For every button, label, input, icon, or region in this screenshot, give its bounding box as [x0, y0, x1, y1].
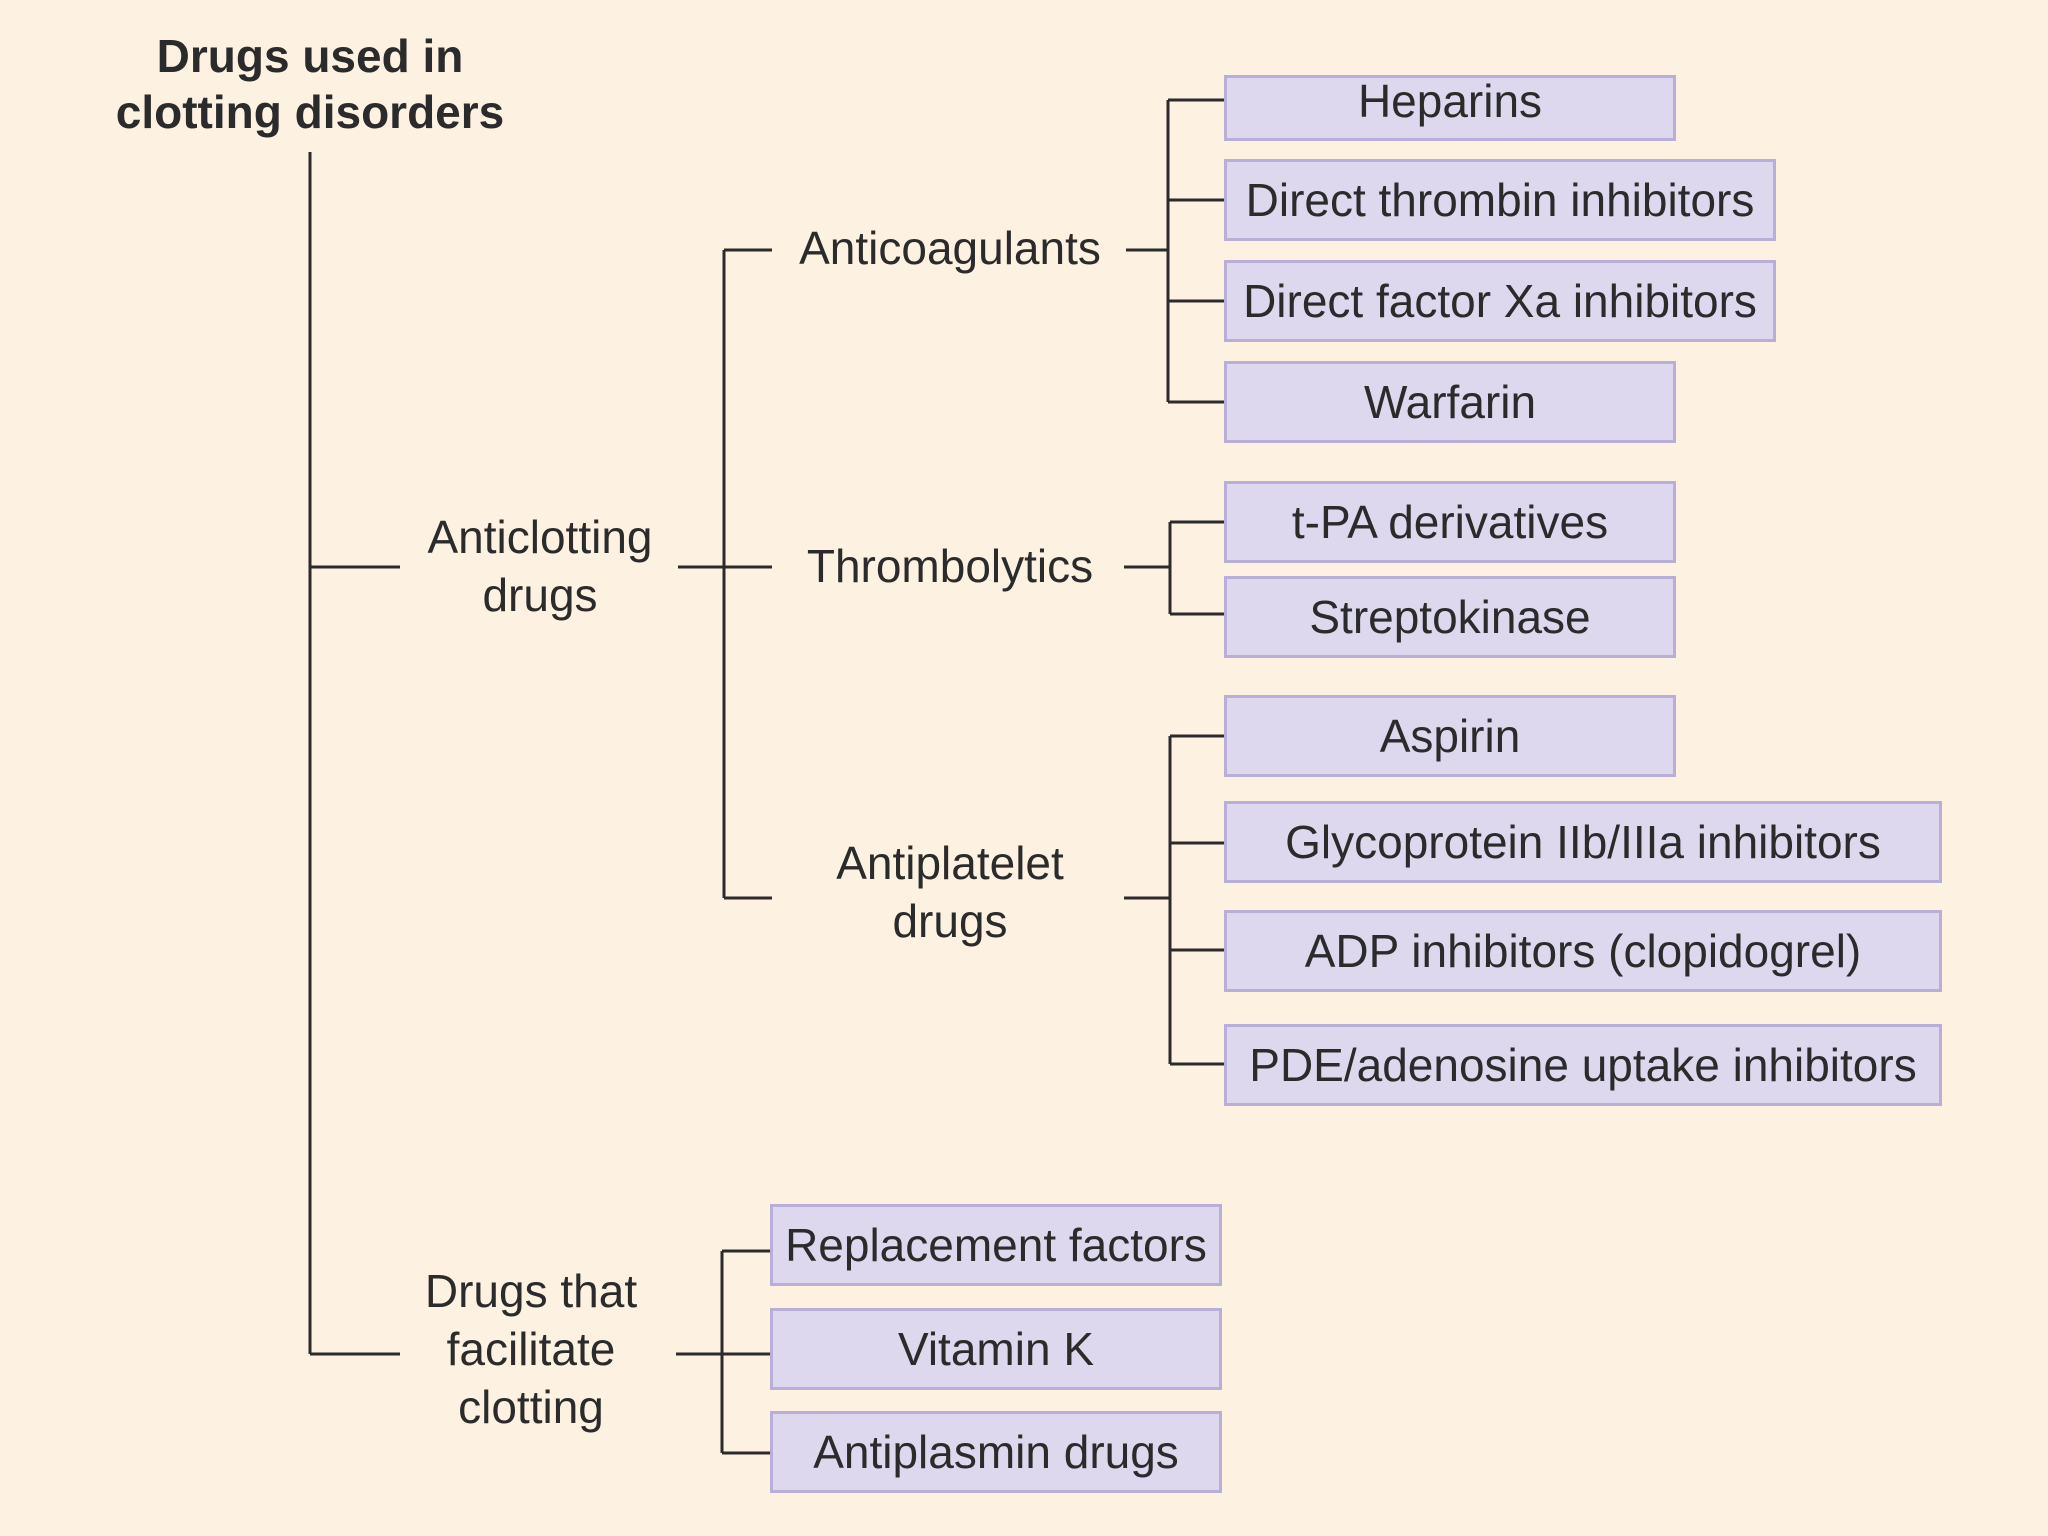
diagram-title: Drugs used in clotting disorders	[80, 28, 540, 140]
branch-facilitate-clotting: Drugs that facilitate clotting	[396, 1262, 666, 1436]
title-line-1: Drugs used in	[156, 30, 464, 82]
item-pde-adenosine-inhibitors: PDE/adenosine uptake inhibitors	[1224, 1024, 1942, 1106]
category-thrombolytics-label: Thrombolytics	[806, 540, 1094, 592]
item-antiplasmin-drugs: Antiplasmin drugs	[770, 1411, 1222, 1493]
item-vitamin-k: Vitamin K	[770, 1308, 1222, 1390]
category-thrombolytics: Thrombolytics	[770, 537, 1130, 595]
item-t-pa-derivatives: t-PA derivatives	[1224, 481, 1676, 563]
item-direct-thrombin-inhibitors: Direct thrombin inhibitors	[1224, 159, 1776, 241]
branch-anticlotting: Anticlotting drugs	[400, 508, 680, 624]
branch-facilitate-line-3: clotting	[458, 1381, 604, 1433]
item-replacement-factors: Replacement factors	[770, 1204, 1222, 1286]
category-antiplatelet: Antiplatelet drugs	[770, 834, 1130, 950]
branch-facilitate-line-1: Drugs that	[424, 1265, 638, 1317]
item-direct-factor-xa-inhibitors: Direct factor Xa inhibitors	[1224, 260, 1776, 342]
category-anticoagulants: Anticoagulants	[770, 219, 1130, 277]
category-antiplatelet-line-1: Antiplatelet	[836, 837, 1064, 889]
branch-anticlotting-line-1: Anticlotting	[427, 511, 653, 563]
category-antiplatelet-line-2: drugs	[892, 895, 1008, 947]
item-aspirin: Aspirin	[1224, 695, 1676, 777]
branch-anticlotting-line-2: drugs	[482, 569, 598, 621]
item-warfarin: Warfarin	[1224, 361, 1676, 443]
item-heparins: Heparins	[1224, 75, 1676, 141]
item-adp-inhibitors: ADP inhibitors (clopidogrel)	[1224, 910, 1942, 992]
title-line-2: clotting disorders	[115, 86, 505, 138]
category-anticoagulants-label: Anticoagulants	[799, 222, 1101, 274]
item-streptokinase: Streptokinase	[1224, 576, 1676, 658]
item-glycoprotein-inhibitors: Glycoprotein IIb/IIIa inhibitors	[1224, 801, 1942, 883]
branch-facilitate-line-2: facilitate	[446, 1323, 616, 1375]
